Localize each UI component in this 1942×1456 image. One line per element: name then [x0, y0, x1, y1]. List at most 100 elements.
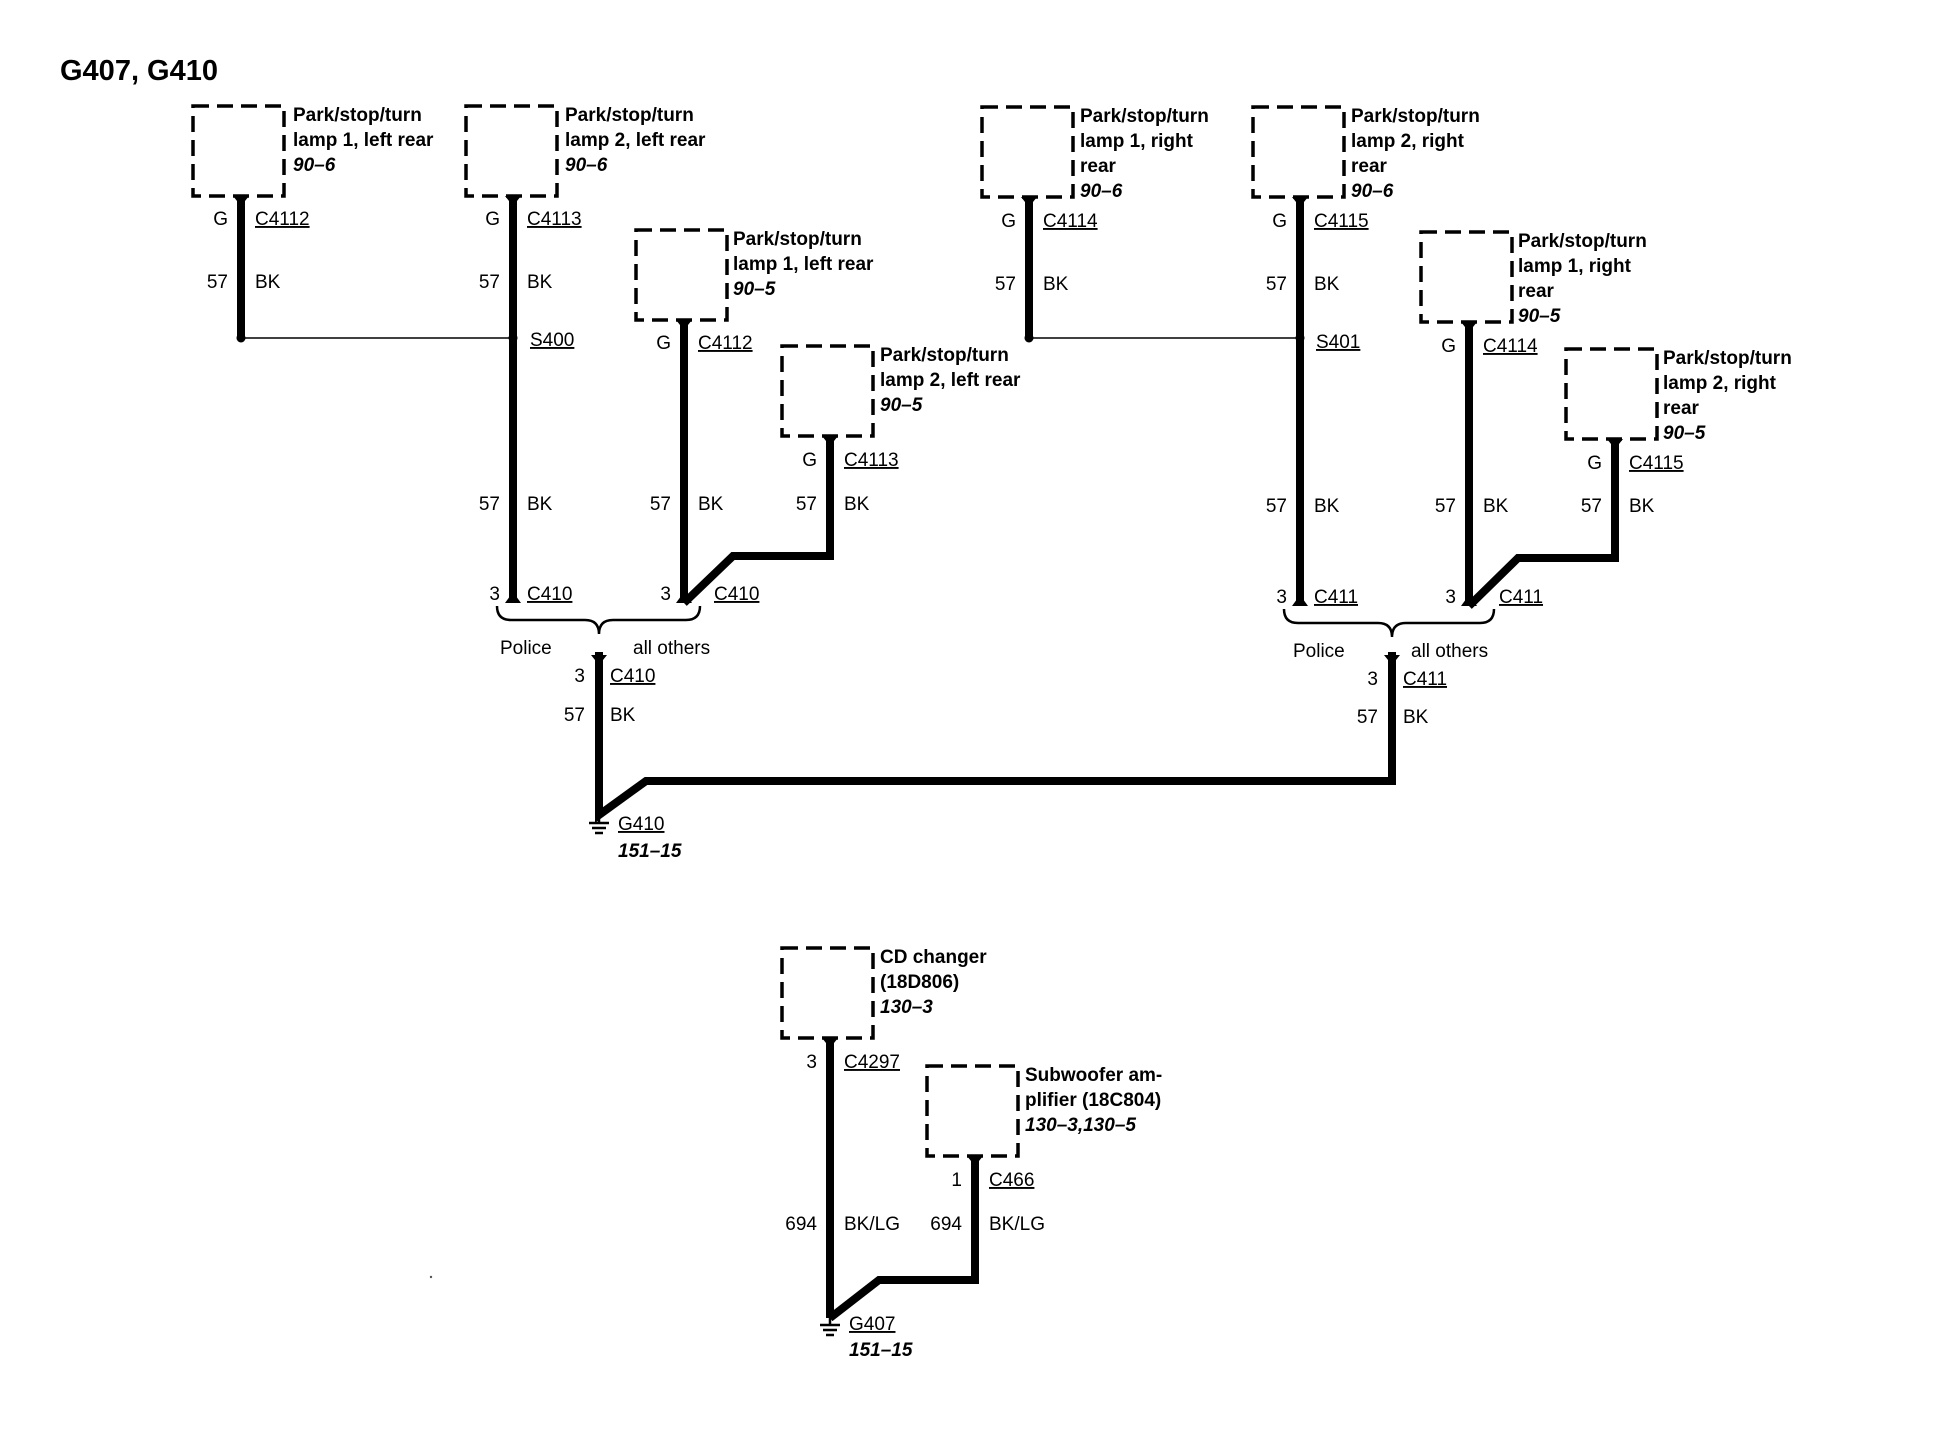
component-park-stop-turn-lamp-2-right-rear-90-5: Park/stop/turn lamp 2, right rear 90–5: [1564, 347, 1792, 444]
wire-label-w10: 57 BK: [1581, 496, 1655, 517]
svg-text:lamp 2, right: lamp 2, right: [1351, 131, 1465, 152]
svg-text:3: 3: [806, 1052, 817, 1073]
connector-label-c411a: 3 C411: [1276, 587, 1358, 608]
svg-text:3: 3: [1367, 669, 1378, 690]
svg-text:C411: C411: [1314, 587, 1358, 608]
option-label-left-all-others: all others: [633, 638, 710, 659]
svg-text:BK: BK: [698, 494, 724, 515]
connector-arrow-c410c: [591, 655, 607, 665]
svg-text:90–5: 90–5: [880, 395, 923, 416]
connector-label-c4113b: G C4113: [802, 450, 898, 471]
connector-label-c4114a: G C4114: [1001, 211, 1098, 232]
svg-text:90–6: 90–6: [565, 155, 608, 176]
svg-text:57: 57: [1266, 274, 1287, 295]
component-park-stop-turn-lamp-2-left-rear-90-5: Park/stop/turn lamp 2, left rear 90–5: [780, 344, 1021, 438]
connector-label-c4115a: G C4115: [1272, 211, 1368, 232]
svg-text:C4113: C4113: [527, 209, 582, 230]
svg-text:90–6: 90–6: [1080, 181, 1123, 202]
connector-arrow-c4112b: [676, 320, 692, 330]
svg-text:Park/stop/turn: Park/stop/turn: [1351, 106, 1480, 127]
svg-text:C4115: C4115: [1629, 453, 1684, 474]
wire-label-w12: 57 BK: [1357, 707, 1429, 728]
svg-text:CD changer: CD changer: [880, 947, 987, 968]
svg-text:BK: BK: [1403, 707, 1429, 728]
svg-text:rear: rear: [1080, 156, 1117, 177]
svg-text:rear: rear: [1351, 156, 1388, 177]
svg-text:lamp 1, left rear: lamp 1, left rear: [733, 254, 874, 275]
diagram-title: G407, G410: [60, 55, 218, 87]
option-brace-right: [1282, 608, 1496, 638]
connector-arrow-c411c: [1384, 655, 1400, 665]
connector-arrow-c410b: [676, 592, 692, 603]
svg-text:C4112: C4112: [255, 209, 310, 230]
svg-text:BK: BK: [1314, 496, 1340, 517]
svg-text:G: G: [213, 209, 228, 230]
svg-text:G: G: [1272, 211, 1287, 232]
component-subwoofer-amplifier: Subwoofer am- plifier (18C804) 130–3,130…: [925, 1064, 1162, 1158]
connector-label-c410a: 3 C410: [489, 584, 572, 605]
component-park-stop-turn-lamp-1-right-rear-90-6: Park/stop/turn lamp 1, right rear 90–6: [980, 105, 1209, 202]
svg-text:57: 57: [796, 494, 817, 515]
svg-text:G: G: [485, 209, 500, 230]
svg-text:lamp 1, right: lamp 1, right: [1518, 256, 1632, 277]
option-label-right-police: Police: [1293, 641, 1345, 662]
connector-label-c410c: 3 C410: [574, 666, 655, 687]
svg-text:57: 57: [995, 274, 1016, 295]
svg-text:Park/stop/turn: Park/stop/turn: [1518, 231, 1647, 252]
svg-text:lamp 2, left rear: lamp 2, left rear: [565, 130, 706, 151]
svg-text:3: 3: [574, 666, 585, 687]
splice-dot-s401: [1295, 333, 1305, 343]
wire-label-w4: 57 BK: [650, 494, 724, 515]
connector-arrow-c4115b: [1607, 439, 1623, 449]
svg-text:BK: BK: [255, 272, 281, 293]
svg-text:57: 57: [650, 494, 671, 515]
ground-ref-g407: 151–15: [849, 1340, 913, 1361]
svg-text:Subwoofer am-: Subwoofer am-: [1025, 1065, 1162, 1086]
svg-text:694: 694: [930, 1214, 962, 1235]
connector-label-c4114b: G C4114: [1441, 336, 1538, 357]
ground-g407-icon: [820, 1318, 840, 1337]
svg-text:C4297: C4297: [844, 1052, 900, 1073]
connector-arrow-c4114a: [1021, 197, 1037, 207]
connector-arrow-c411b: [1461, 595, 1477, 606]
option-brace-left: [495, 605, 702, 635]
connector-labels: G C4112 G C4113 G C4112 G C4113 G C4114 …: [213, 209, 1683, 1191]
splice-label-s400: S400: [530, 330, 574, 351]
svg-text:C466: C466: [989, 1170, 1034, 1191]
svg-text:Park/stop/turn: Park/stop/turn: [1080, 106, 1209, 127]
svg-text:57: 57: [1357, 707, 1378, 728]
svg-text:130–3,130–5: 130–3,130–5: [1025, 1115, 1136, 1136]
connector-arrow-c4297: [822, 1038, 838, 1048]
svg-text:90–6: 90–6: [293, 155, 336, 176]
component-park-stop-turn-lamp-1-left-rear-90-6: Park/stop/turn lamp 1, left rear 90–6: [191, 104, 434, 198]
svg-text:lamp 1, right: lamp 1, right: [1080, 131, 1194, 152]
wire-4115b-to-c411: [1466, 439, 1619, 609]
svg-text:90–5: 90–5: [1518, 306, 1561, 327]
connector-arrow-c4113b: [822, 436, 838, 446]
svg-text:C410: C410: [610, 666, 655, 687]
svg-text:BK: BK: [610, 705, 636, 726]
svg-text:BK: BK: [1483, 496, 1509, 517]
svg-text:lamp 2, left rear: lamp 2, left rear: [880, 370, 1021, 391]
svg-text:3: 3: [660, 584, 671, 605]
svg-text:57: 57: [1581, 496, 1602, 517]
component-cd-changer: CD changer (18D806) 130–3: [780, 946, 987, 1040]
connector-arrow-c466: [967, 1156, 983, 1166]
svg-text:3: 3: [1445, 587, 1456, 608]
svg-text:130–3: 130–3: [880, 997, 933, 1018]
component-park-stop-turn-lamp-2-left-rear-90-6: Park/stop/turn lamp 2, left rear 90–6: [464, 104, 706, 198]
connector-label-c411c: 3 C411: [1367, 669, 1447, 690]
svg-text:C4114: C4114: [1483, 336, 1538, 357]
svg-text:90–6: 90–6: [1351, 181, 1394, 202]
svg-text:C411: C411: [1499, 587, 1543, 608]
option-label-right-all-others: all others: [1411, 641, 1488, 662]
component-park-stop-turn-lamp-2-right-rear-90-6: Park/stop/turn lamp 2, right rear 90–6: [1251, 105, 1480, 202]
svg-text:BK: BK: [1629, 496, 1655, 517]
wire-c466-to-g407: [827, 1156, 979, 1322]
connector-arrow-c4113a: [505, 196, 521, 206]
connector-arrow-c4115a: [1292, 197, 1308, 207]
